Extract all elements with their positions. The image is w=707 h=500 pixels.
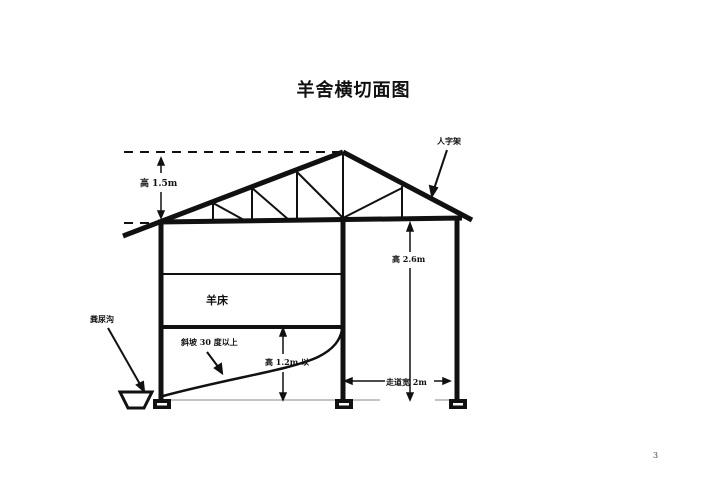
wall-height-arrow xyxy=(405,220,415,402)
manure-trench-label: 粪尿沟 xyxy=(90,315,114,324)
manure-trench-arrow xyxy=(107,327,146,394)
page-title: 羊舍横切面图 xyxy=(296,80,411,101)
aisle-width-arrow xyxy=(343,376,452,386)
slope-curve xyxy=(162,329,344,398)
tie-beam xyxy=(157,215,463,225)
roof-height-reference-lines xyxy=(124,151,342,224)
slope-label: 斜坡 30 度以上 xyxy=(181,337,238,347)
roof-height-label: 高 1.5m xyxy=(140,179,178,189)
page-number: 3 xyxy=(653,451,659,460)
bed-height-arrow xyxy=(278,325,288,402)
posts xyxy=(158,218,460,400)
sheep-bed-label: 羊床 xyxy=(206,294,228,307)
truss-label: 人字架 xyxy=(437,137,461,146)
bed-height-label: 高 1.2m 以 xyxy=(265,357,309,367)
roof-height-arrow xyxy=(156,156,166,220)
wall-height-label: 高 2.6m xyxy=(392,254,426,264)
truss-web xyxy=(212,152,403,221)
aisle-width-label: 走道宽 2m xyxy=(386,377,427,387)
manure-trench xyxy=(117,390,155,410)
slope-arrow xyxy=(206,351,224,376)
truss-arrow xyxy=(428,149,448,199)
